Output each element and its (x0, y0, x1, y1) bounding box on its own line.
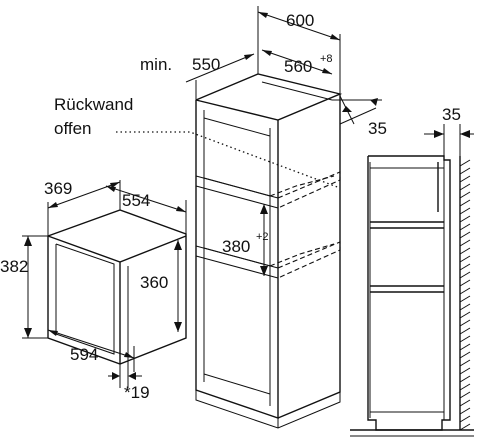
label-380-sup: +2 (256, 231, 269, 243)
wall-hatch-line (459, 295, 471, 303)
label-360: 360 (140, 273, 168, 292)
dim-380 (260, 204, 268, 276)
dim-554 (105, 185, 187, 234)
wall-hatch-line (459, 423, 471, 431)
shelf-2-dashed-inner (269, 243, 335, 267)
label-35-side: 35 (442, 105, 461, 124)
wall-hatch-line (459, 391, 471, 399)
dim-35-right (332, 95, 382, 125)
label-600: 600 (286, 11, 314, 30)
dim-382 (22, 235, 48, 339)
wall-hatching (459, 159, 471, 431)
wall-hatch-line (459, 335, 471, 343)
wall-hatch-line (459, 343, 471, 351)
label-560: 560 (284, 57, 312, 76)
wall-hatch-line (459, 247, 471, 255)
wall-hatch-line (459, 263, 471, 271)
dim-594 (47, 316, 135, 372)
label-594: 594 (70, 345, 98, 364)
wall-hatch-line (459, 383, 471, 391)
wall-hatch-line (459, 359, 471, 367)
wall-hatch-line (459, 303, 471, 311)
shelf-2-dashed (277, 241, 341, 279)
dim-550 (185, 53, 255, 100)
label-19: *19 (124, 383, 150, 402)
dim-360 (174, 240, 182, 332)
wall-hatch-line (459, 287, 471, 295)
wall-hatch-line (459, 415, 471, 423)
wall-hatch-line (459, 191, 471, 199)
shelf-1-edge (195, 175, 279, 199)
wall-hatch-line (459, 167, 471, 175)
wall-hatch-line (459, 231, 471, 239)
wall-hatch-line (459, 375, 471, 383)
wall-hatch-line (459, 239, 471, 247)
side-section (350, 155, 474, 437)
wall-hatch-line (459, 351, 471, 359)
cabinet-front-left (195, 100, 279, 419)
wall-hatch-line (459, 215, 471, 223)
shelf-1-dashed (277, 171, 341, 209)
cabinet-right-side (277, 94, 341, 419)
dim-600 (257, 6, 341, 94)
wall-hatch-line (459, 255, 471, 263)
label-554: 554 (122, 191, 150, 210)
label-rear-wall-1: Rückwand (54, 95, 133, 114)
label-560-sup: +8 (320, 53, 333, 65)
wall-hatch-line (459, 407, 471, 415)
wall-hatch-line (459, 271, 471, 279)
top-inner (203, 117, 271, 137)
dim-560 (261, 49, 333, 75)
wall-hatch-line (459, 367, 471, 375)
label-550: 550 (192, 55, 220, 74)
dim-35-side (424, 124, 474, 156)
microwave-top-front-edge (47, 235, 187, 263)
microwave-door (55, 243, 115, 355)
cabinet-plinth (195, 390, 341, 429)
shelf-1-lower (195, 185, 279, 209)
label-35-right: 35 (368, 119, 387, 138)
wall-hatch-line (459, 319, 471, 327)
wall-hatch-line (459, 279, 471, 287)
wall-hatch-line (459, 207, 471, 215)
tall-cabinet (195, 73, 343, 429)
label-min: min. (140, 55, 172, 74)
wall-hatch-line (459, 159, 471, 167)
wall-hatch-line (459, 399, 471, 407)
wall-hatch-line (459, 223, 471, 231)
wall-hatch-line (459, 183, 471, 191)
label-rear-wall-2: offen (54, 119, 92, 138)
dim-19 (108, 358, 142, 388)
wall-hatch-line (459, 199, 471, 207)
rear-wall-leader (116, 131, 341, 189)
wall-hatch-line (459, 175, 471, 183)
label-369: 369 (44, 179, 72, 198)
shelf-1-dashed-inner (269, 175, 335, 197)
label-382: 382 (0, 257, 28, 276)
section-cabinet-outline (367, 155, 451, 431)
wall-hatch-line (459, 327, 471, 335)
label-380: 380 (222, 237, 250, 256)
back-top-line (261, 81, 333, 101)
bottom-inner (203, 373, 271, 395)
wall-hatch-line (459, 311, 471, 319)
